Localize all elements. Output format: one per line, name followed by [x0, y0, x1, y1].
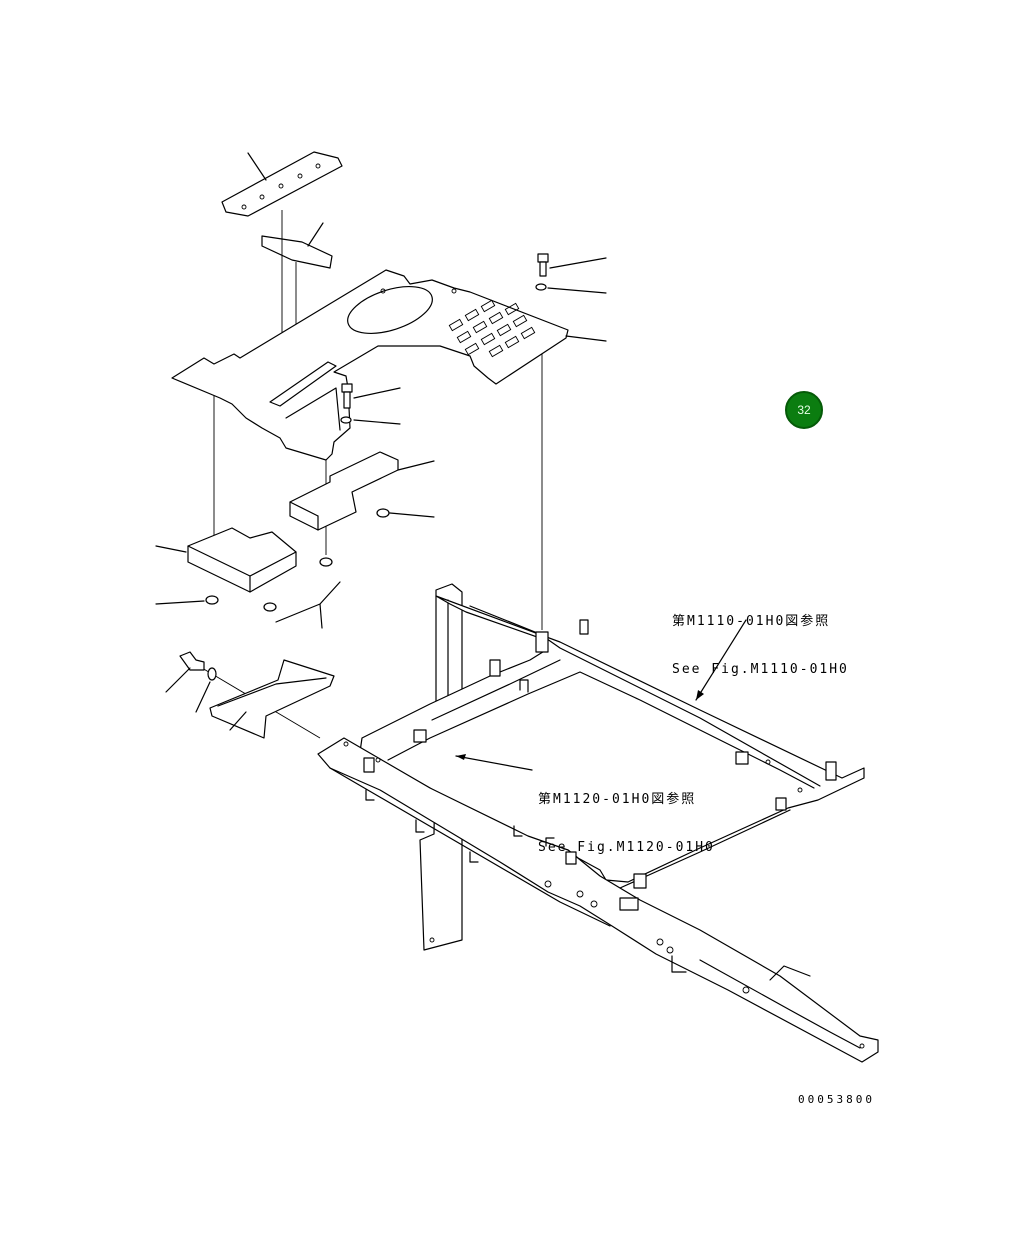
reference-label-m1120-jp: 第M1120-01H0図参照 [538, 792, 697, 807]
rectangular-pad [155, 527, 341, 629]
figure-number: 00053800 [798, 1093, 875, 1106]
main-frame [317, 583, 879, 1063]
reference-label-m1120: 第M1120-01H0図参照 See Fig.M1120-01H0 [538, 760, 715, 872]
floor-plate [171, 269, 569, 461]
bracket-cover [165, 651, 335, 739]
floor-plate-grille [448, 299, 536, 358]
rubber-strip [261, 222, 333, 269]
page-number-badge-label: 32 [797, 403, 811, 417]
l-shaped-pad [289, 451, 435, 567]
reference-label-m1110-jp: 第M1110-01H0図参照 [672, 614, 831, 629]
reference-label-m1110: 第M1110-01H0図参照 See Fig.M1110-01H0 [672, 582, 849, 694]
reference-leaders [455, 619, 747, 771]
page-number-badge[interactable]: 32 [785, 391, 823, 429]
bolt-middle [340, 383, 401, 425]
bolt-upper-right [535, 253, 607, 342]
reference-label-m1110-en: See Fig.M1110-01H0 [672, 662, 849, 677]
top-pad-plate [221, 151, 343, 217]
reference-label-m1120-en: See Fig.M1120-01H0 [538, 840, 715, 855]
